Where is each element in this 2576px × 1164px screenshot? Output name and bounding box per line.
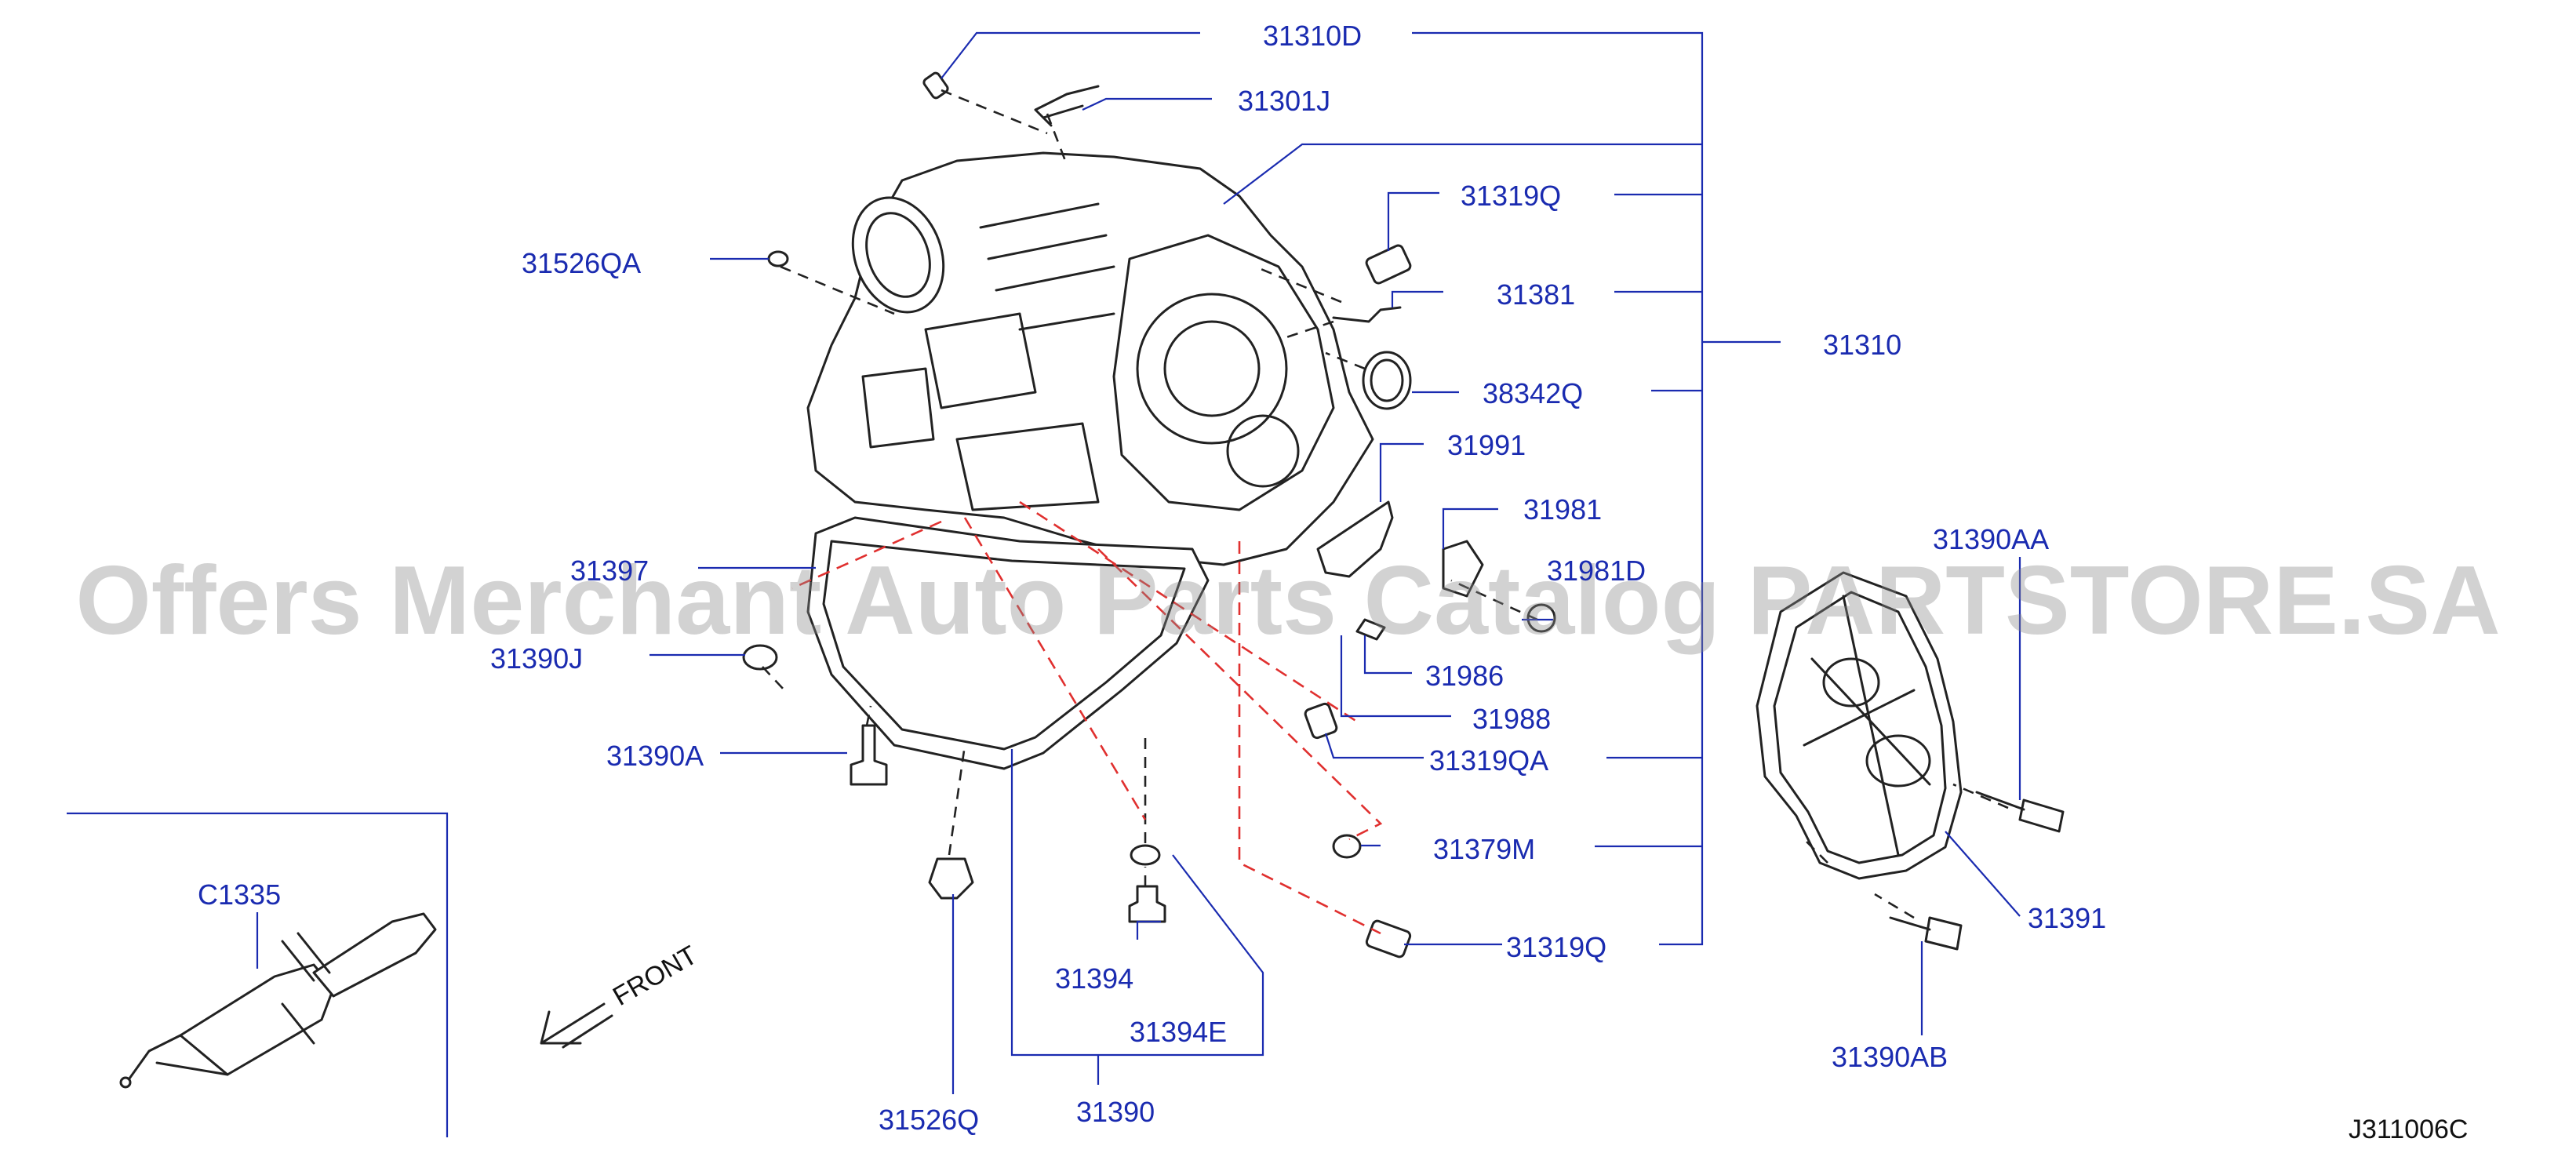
label-31988[interactable]: 31988 — [1472, 703, 1551, 735]
watermark-text: Offers Merchant Auto Parts Catalog PARTS… — [75, 547, 2500, 655]
label-31319QA[interactable]: 31319QA — [1429, 744, 1548, 777]
label-31391[interactable]: 31391 — [2028, 902, 2106, 934]
label-31390AB[interactable]: 31390AB — [1832, 1041, 1948, 1073]
label-31390AA[interactable]: 31390AA — [1933, 523, 2049, 555]
label-31397[interactable]: 31397 — [570, 555, 649, 587]
diagram-reference-code: J311006C — [2349, 1115, 2469, 1144]
label-31981D[interactable]: 31981D — [1547, 555, 1646, 587]
label-31394E[interactable]: 31394E — [1130, 1016, 1227, 1048]
label-31381[interactable]: 31381 — [1497, 278, 1575, 311]
label-38342Q[interactable]: 38342Q — [1483, 377, 1583, 409]
label-31319Q-bottom[interactable]: 31319Q — [1506, 931, 1606, 963]
transmission-case-drawing — [806, 151, 1374, 770]
label-31986[interactable]: 31986 — [1425, 660, 1504, 692]
small-parts — [742, 71, 1556, 958]
side-cover-drawing — [1756, 571, 2065, 951]
label-31310D[interactable]: 31310D — [1263, 20, 1362, 52]
label-31301J[interactable]: 31301J — [1238, 85, 1330, 117]
label-31526Q[interactable]: 31526Q — [879, 1104, 979, 1136]
label-31310[interactable]: 31310 — [1823, 329, 1901, 361]
label-31981[interactable]: 31981 — [1523, 493, 1602, 526]
label-31390[interactable]: 31390 — [1076, 1096, 1155, 1128]
label-31526QA[interactable]: 31526QA — [522, 247, 641, 279]
leader-lines — [67, 31, 2021, 1137]
label-31319Q-top[interactable]: 31319Q — [1461, 180, 1561, 212]
dashed-connectors — [762, 89, 2009, 935]
label-C1335[interactable]: C1335 — [198, 878, 281, 911]
label-31390J[interactable]: 31390J — [490, 642, 583, 675]
label-31379M[interactable]: 31379M — [1433, 833, 1535, 865]
front-arrow-icon — [540, 1002, 613, 1049]
label-31991[interactable]: 31991 — [1447, 429, 1526, 461]
label-31394[interactable]: 31394 — [1055, 962, 1133, 995]
label-31390A[interactable]: 31390A — [606, 740, 704, 772]
sealant-tube-drawing — [119, 912, 437, 1089]
part-labels: 31310D 31301J 31319Q 31526QA 31381 31310… — [198, 20, 2106, 1136]
front-label: FRONT — [608, 940, 702, 1011]
